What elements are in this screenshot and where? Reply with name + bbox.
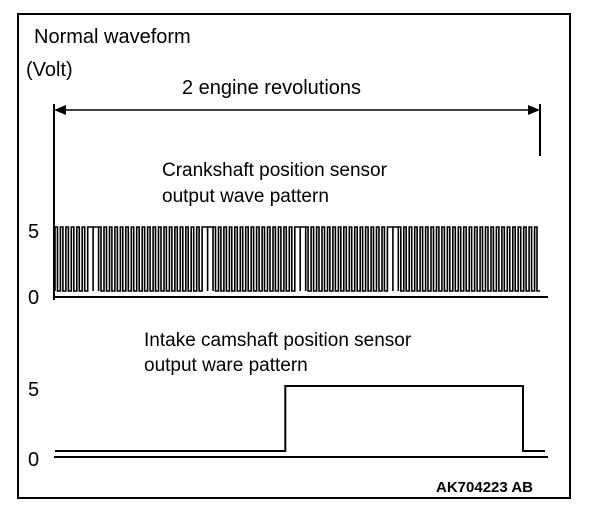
cam-title-line1: Intake camshaft position sensor [144, 330, 412, 351]
cam-high-label: 5 [28, 379, 39, 401]
unit-label: (Volt) [26, 59, 73, 81]
cam-wave-signal [55, 385, 545, 452]
cam-low-label: 0 [28, 449, 39, 471]
span-label: 2 engine revolutions [182, 77, 361, 99]
crank-wave-signal [54, 226, 540, 292]
span-arrow-right-head [528, 105, 540, 115]
cam-title-line2: output ware pattern [144, 355, 308, 376]
figure-code: AK704223 AB [436, 479, 533, 496]
span-arrow-left-head [54, 105, 66, 115]
crank-title-line1: Crankshaft position sensor [162, 160, 388, 181]
diagram-title: Normal waveform [34, 26, 191, 48]
crank-title-line2: output wave pattern [162, 186, 329, 207]
crank-high-label: 5 [28, 221, 39, 243]
crank-low-label: 0 [28, 287, 39, 309]
